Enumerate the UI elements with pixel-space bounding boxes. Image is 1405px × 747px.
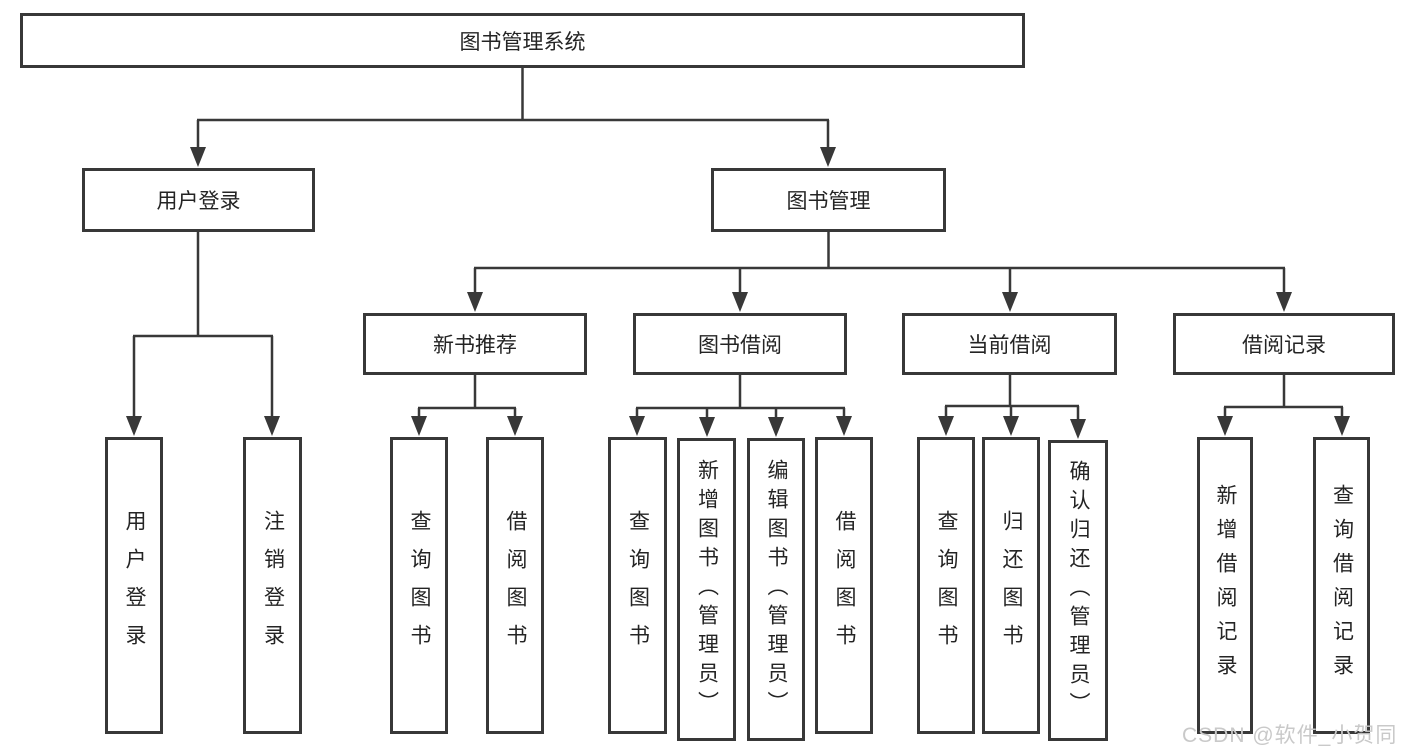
leaf-bb-query-books: 查询图书 <box>608 437 667 734</box>
leaf-br-add-record: 新增借阅记录 <box>1197 437 1253 734</box>
node-root: 图书管理系统 <box>20 13 1025 68</box>
leaf-nb-borrow-books: 借阅图书 <box>486 437 544 734</box>
leaf-nb-query-books: 查询图书 <box>390 437 448 734</box>
leaf-user-login: 用户登录 <box>105 437 163 734</box>
leaf-br-query-record: 查询借阅记录 <box>1313 437 1370 734</box>
leaf-cb-return-books: 归还图书 <box>982 437 1040 734</box>
node-user-login: 用户登录 <box>82 168 315 232</box>
leaf-logout: 注销登录 <box>243 437 302 734</box>
leaf-cb-query-books: 查询图书 <box>917 437 975 734</box>
leaf-bb-add-books-admin: 新增图书（管理员） <box>677 438 736 741</box>
node-new-book-recommend: 新书推荐 <box>363 313 587 375</box>
watermark: CSDN @软件_小贺同学 <box>1182 724 1398 747</box>
node-current-borrow: 当前借阅 <box>902 313 1117 375</box>
leaf-cb-confirm-return-admin: 确认归还（管理员） <box>1048 440 1108 741</box>
node-book-management: 图书管理 <box>711 168 946 232</box>
arrowheads <box>126 147 1350 439</box>
node-borrow-records: 借阅记录 <box>1173 313 1395 375</box>
leaf-bb-edit-books-admin: 编辑图书（管理员） <box>747 438 805 741</box>
node-book-borrow: 图书借阅 <box>633 313 847 375</box>
leaf-bb-borrow-books: 借阅图书 <box>815 437 873 734</box>
